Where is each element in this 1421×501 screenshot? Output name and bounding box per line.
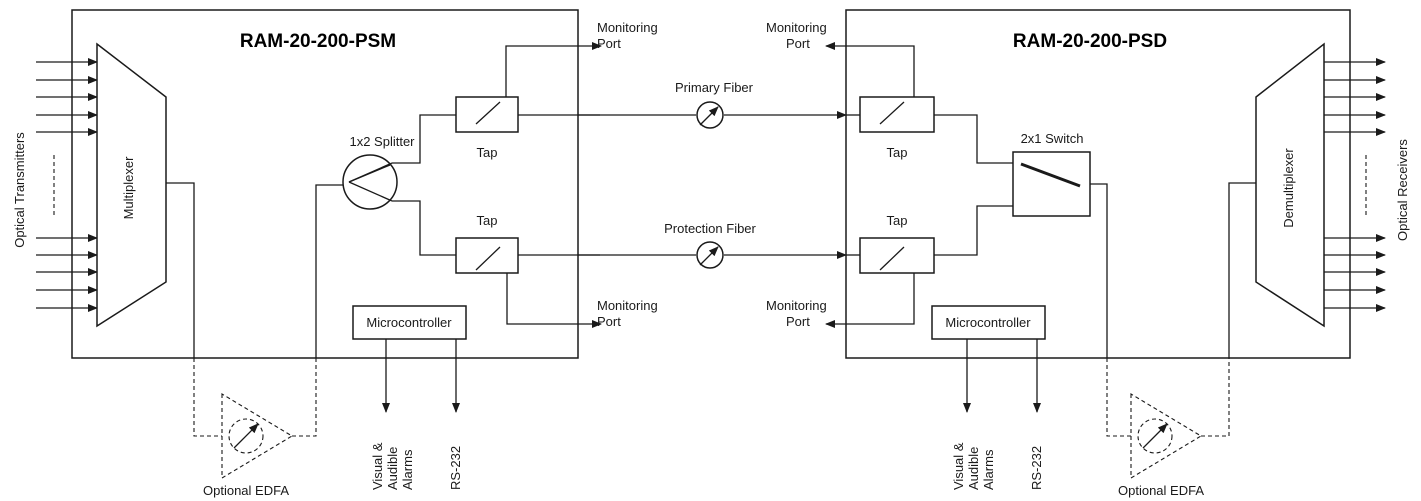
rs232-right-label: RS-232	[1029, 446, 1044, 490]
alarms-right-l2: Audible	[966, 447, 981, 490]
edfa-output-dashed	[292, 358, 317, 437]
psm-title: RAM-20-200-PSM	[240, 31, 396, 52]
top-tap-to-switch	[934, 114, 1013, 164]
edfa-right-amplifier-triangle	[1130, 393, 1203, 479]
microcontroller-right-label: Microcontroller	[945, 315, 1031, 330]
splitter-to-bottom-tap	[392, 200, 456, 256]
monitoring-port-top-right-l2: Port	[786, 36, 810, 51]
monitoring-bottom-left-line	[506, 273, 602, 328]
monitoring-top-left-line	[505, 42, 602, 97]
optional-edfa-left: Optional EDFA	[203, 393, 294, 498]
tap-bottom-right-label: Tap	[887, 213, 908, 228]
monitoring-port-bottom-left-l2: Port	[597, 314, 621, 329]
optical-transmitters-label: Optical Transmitters	[12, 132, 27, 248]
primary-fiber-label: Primary Fiber	[675, 80, 754, 95]
monitoring-port-bottom-left-l1: Monitoring	[597, 298, 658, 313]
alarms-right-l1: Visual &	[951, 442, 966, 490]
tap-bottom-left	[455, 237, 519, 274]
edfa-right-input-dashed	[1106, 358, 1131, 437]
splitter-branches-icon	[348, 162, 393, 202]
edfa-amplifier-triangle	[221, 393, 294, 479]
edfa-right-output-dashed	[1201, 358, 1230, 437]
edfa-label-right: Optional EDFA	[1118, 483, 1204, 498]
monitoring-port-top-right-l1: Monitoring	[766, 20, 827, 35]
tap-top-right	[859, 96, 935, 133]
tap-top-right-label: Tap	[887, 145, 908, 160]
left-module: RAM-20-200-PSM Optical Transmitters Mult…	[12, 9, 658, 498]
protection-fiber-label: Protection Fiber	[664, 221, 756, 236]
splitter-1x2	[342, 154, 398, 210]
switch-output-line	[1090, 183, 1108, 358]
transmitter-inputs-upper	[36, 58, 98, 136]
switch-blade-icon	[1020, 162, 1081, 188]
tap-bottom-left-label: Tap	[477, 213, 498, 228]
monitoring-bottom-right-line	[825, 273, 915, 328]
optional-edfa-right: Optional EDFA	[1118, 393, 1204, 498]
splitter-to-top-tap	[392, 114, 456, 164]
splitter-label: 1x2 Splitter	[349, 134, 415, 149]
splitter-input-line	[315, 184, 343, 358]
alarms-left-l2: Audible	[385, 447, 400, 490]
microcontroller-right	[931, 305, 1046, 340]
receiver-outputs-lower	[1324, 234, 1386, 312]
demultiplexer	[1255, 42, 1325, 328]
switch-label: 2x1 Switch	[1021, 131, 1084, 146]
bottom-tap-to-switch	[934, 205, 1013, 256]
psd-title: RAM-20-200-PSD	[1013, 31, 1167, 52]
receiver-outputs-upper	[1324, 58, 1386, 136]
edfa-label-left: Optional EDFA	[203, 483, 289, 498]
multiplexer	[96, 42, 167, 328]
alarms-left-l1: Visual &	[370, 442, 385, 490]
demux-input-line	[1228, 182, 1256, 358]
transmitter-inputs-lower	[36, 234, 98, 312]
alarms-right-l3: Alarms	[981, 449, 996, 490]
multiplexer-label: Multiplexer	[121, 156, 136, 220]
monitoring-port-top-left-l2: Port	[597, 36, 621, 51]
tap-bottom-right	[859, 237, 935, 274]
monitoring-port-bottom-right-l1: Monitoring	[766, 298, 827, 313]
microcontroller-left-label: Microcontroller	[366, 315, 452, 330]
mux-output-line	[166, 182, 195, 358]
demultiplexer-label: Demultiplexer	[1281, 148, 1296, 228]
monitoring-top-right-line	[825, 42, 915, 97]
microcontroller-left	[352, 305, 467, 340]
edfa-input-dashed	[193, 358, 222, 437]
edfa-right-pump-icon	[1137, 418, 1173, 454]
rs232-left-label: RS-232	[448, 446, 463, 490]
edfa-pump-icon	[228, 418, 264, 454]
optical-receivers-label: Optical Receivers	[1395, 139, 1410, 241]
fiber-links: Primary Fiber Protection Fiber	[578, 80, 847, 269]
right-module: RAM-20-200-PSD Tap Monitoring Port Tap M…	[766, 9, 1410, 498]
monitoring-port-top-left-l1: Monitoring	[597, 20, 658, 35]
tap-top-left-label: Tap	[477, 145, 498, 160]
monitoring-port-bottom-right-l2: Port	[786, 314, 810, 329]
alarms-left-l3: Alarms	[400, 449, 415, 490]
